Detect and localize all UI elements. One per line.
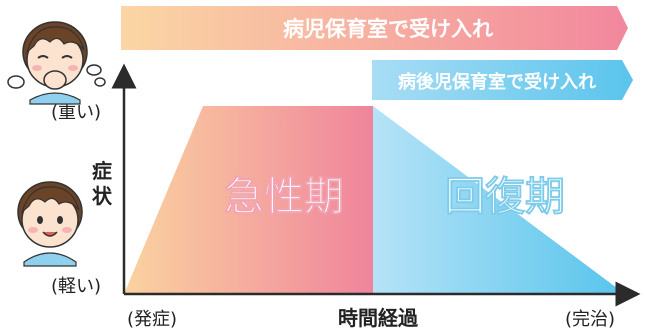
y-axis-label-char-2: 状 (92, 184, 113, 208)
y-axis-label-char-1: 症 (92, 159, 112, 183)
acute-region-label: 急性期 (224, 174, 344, 220)
y-axis-top-label: (重い) (51, 102, 101, 123)
sub-banner: 病後児保育室で受け入れ (372, 60, 633, 100)
top-banner-label: 病児保育室で受け入れ (283, 17, 493, 41)
coughing-child-icon (7, 21, 106, 105)
sub-banner-label: 病後児保育室で受け入れ (398, 71, 596, 93)
x-axis-right-label: (完治) (565, 309, 615, 330)
y-axis-bottom-label: (軽い) (51, 276, 101, 297)
acute-region: 急性期 (124, 106, 373, 294)
axes (111, 63, 641, 307)
recovery-region: 回復期 (373, 106, 625, 294)
x-axis-label: 時間経過 (338, 306, 419, 330)
recovery-region-label: 回復期 (445, 174, 565, 220)
smiling-child-icon (17, 181, 83, 267)
x-axis-left-label: (発症) (127, 309, 177, 330)
top-banner: 病児保育室で受け入れ (121, 6, 628, 50)
